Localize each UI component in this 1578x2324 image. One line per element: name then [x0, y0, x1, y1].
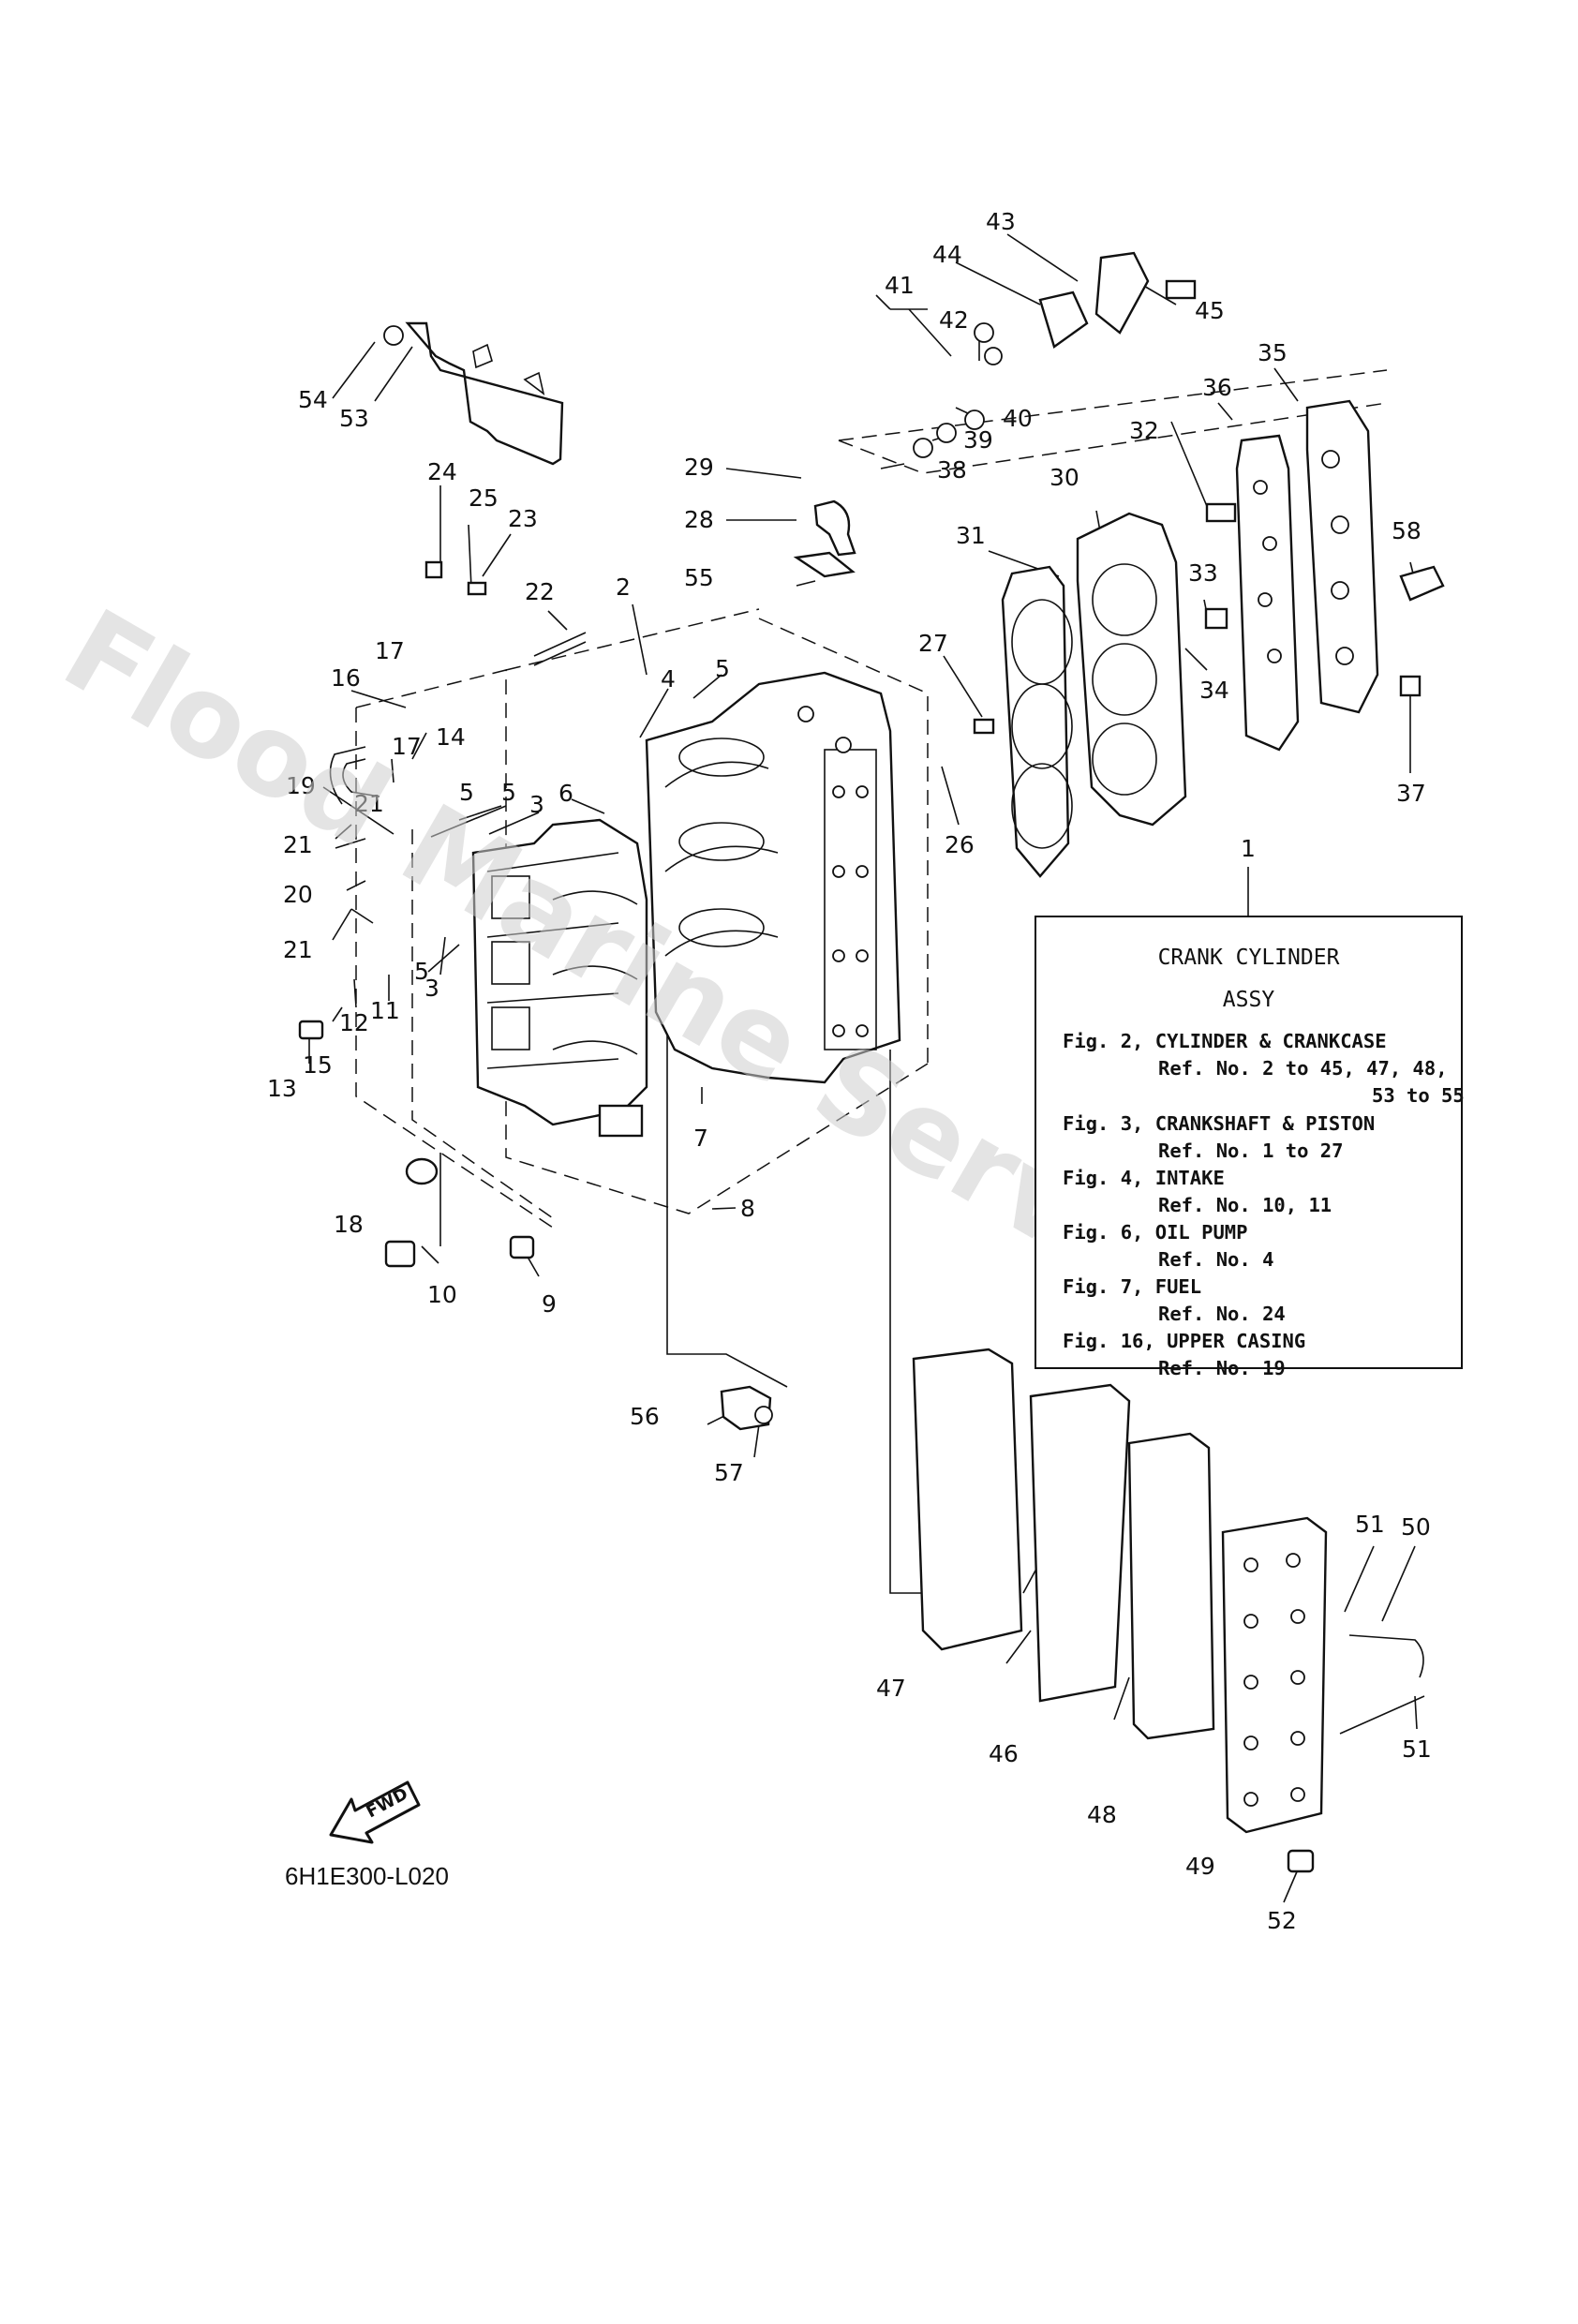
callout-31: 31	[956, 522, 986, 549]
callout-7: 7	[693, 1125, 708, 1152]
callout-53: 53	[339, 405, 369, 432]
info-title-line1: CRANK CYLINDER	[1157, 946, 1340, 970]
callout-33: 33	[1188, 559, 1218, 587]
info-line-13: Ref. No. 19	[1158, 1357, 1286, 1379]
callout-17b: 17	[392, 733, 422, 760]
assembly-info-box: CRANK CYLINDER ASSY Fig. 2, CYLINDER & C…	[1035, 916, 1465, 1379]
callout-6: 6	[558, 780, 573, 807]
callout-3b: 3	[424, 975, 439, 1002]
info-line-10: Fig. 7, FUEL	[1063, 1275, 1202, 1298]
callout-43: 43	[986, 208, 1016, 235]
callout-5d: 5	[414, 958, 429, 985]
info-line-8: Fig. 6, OIL PUMP	[1063, 1221, 1248, 1244]
info-line-12: Fig. 16, UPPER CASING	[1063, 1330, 1306, 1352]
callout-10: 10	[427, 1281, 457, 1308]
callout-46: 46	[989, 1740, 1019, 1767]
parts-line-art	[298, 251, 1445, 1873]
callout-40: 40	[1003, 405, 1033, 432]
callout-23: 23	[508, 505, 538, 532]
callout-55: 55	[684, 564, 714, 591]
callout-2: 2	[616, 574, 631, 601]
info-line-9: Ref. No. 4	[1158, 1248, 1274, 1271]
callout-56: 56	[630, 1403, 660, 1430]
info-line-7: Ref. No. 10, 11	[1158, 1194, 1332, 1216]
callout-47: 47	[876, 1675, 906, 1702]
callout-22: 22	[525, 578, 555, 605]
info-title-line2: ASSY	[1222, 988, 1275, 1012]
info-line-3: 53 to 55	[1372, 1084, 1465, 1107]
callout-16: 16	[331, 664, 361, 692]
callout-15: 15	[303, 1051, 333, 1079]
info-line-2: Ref. No. 2 to 45, 47, 48,	[1158, 1057, 1448, 1080]
callout-50: 50	[1401, 1513, 1431, 1541]
callout-42: 42	[939, 306, 969, 334]
callout-34: 34	[1199, 677, 1229, 704]
callout-14: 14	[436, 723, 466, 751]
callout-18: 18	[334, 1211, 364, 1238]
leader-lines	[308, 233, 1425, 1903]
info-line-5: Ref. No. 1 to 27	[1158, 1140, 1344, 1162]
callout-21b: 21	[283, 831, 313, 858]
callout-1: 1	[1241, 835, 1256, 862]
info-line-4: Fig. 3, CRANKSHAFT & PISTON	[1063, 1112, 1376, 1135]
callout-58: 58	[1392, 517, 1422, 544]
callout-32: 32	[1129, 417, 1159, 444]
callout-39: 39	[963, 426, 993, 454]
callout-54: 54	[298, 386, 328, 413]
callout-8: 8	[740, 1195, 755, 1222]
callout-labels: 1 2 3 3 4 5 5 5 5 6 7 8 9 10 11 12 13 14…	[267, 208, 1432, 1934]
callout-5a: 5	[715, 655, 730, 682]
info-line-6: Fig. 4, INTAKE	[1063, 1167, 1225, 1189]
diagram-code: 6H1E300-L020	[285, 1862, 449, 1890]
callout-20: 20	[283, 881, 313, 908]
callout-11: 11	[370, 997, 400, 1024]
callout-57: 57	[714, 1459, 744, 1486]
callout-36: 36	[1202, 374, 1232, 401]
callout-21a: 21	[354, 790, 384, 817]
callout-52: 52	[1267, 1907, 1297, 1934]
callout-49: 49	[1185, 1853, 1215, 1880]
callout-35: 35	[1258, 339, 1288, 366]
callout-3a: 3	[529, 791, 544, 818]
callout-13: 13	[267, 1075, 297, 1102]
callout-27: 27	[918, 630, 948, 657]
callout-12: 12	[339, 1009, 369, 1036]
callout-41: 41	[885, 272, 915, 299]
callout-25: 25	[469, 484, 499, 512]
callout-45: 45	[1195, 297, 1225, 324]
callout-51a: 51	[1355, 1511, 1385, 1538]
callout-44: 44	[932, 241, 962, 268]
callout-51b: 51	[1402, 1736, 1432, 1763]
callout-19: 19	[286, 772, 316, 799]
info-line-11: Ref. No. 24	[1158, 1303, 1286, 1325]
callout-29: 29	[684, 454, 714, 481]
callout-21c: 21	[283, 936, 313, 963]
callout-38: 38	[937, 456, 967, 484]
fwd-arrow-icon: FWD	[329, 1780, 421, 1844]
info-line-1: Fig. 2, CYLINDER & CRANKCASE	[1063, 1030, 1387, 1052]
callout-9: 9	[542, 1290, 557, 1318]
callout-5b: 5	[459, 779, 474, 806]
callout-30: 30	[1050, 464, 1079, 491]
callout-4: 4	[661, 665, 676, 693]
callout-48: 48	[1087, 1801, 1117, 1828]
callout-17a: 17	[375, 637, 405, 664]
callout-5c: 5	[501, 779, 516, 806]
callout-26: 26	[945, 831, 975, 858]
assembly-dashed-outlines	[355, 369, 1388, 1229]
callout-28: 28	[684, 506, 714, 533]
callout-37: 37	[1396, 780, 1426, 807]
exhaust-cover-bolt-holes	[1243, 1553, 1305, 1807]
callout-24: 24	[427, 458, 457, 485]
